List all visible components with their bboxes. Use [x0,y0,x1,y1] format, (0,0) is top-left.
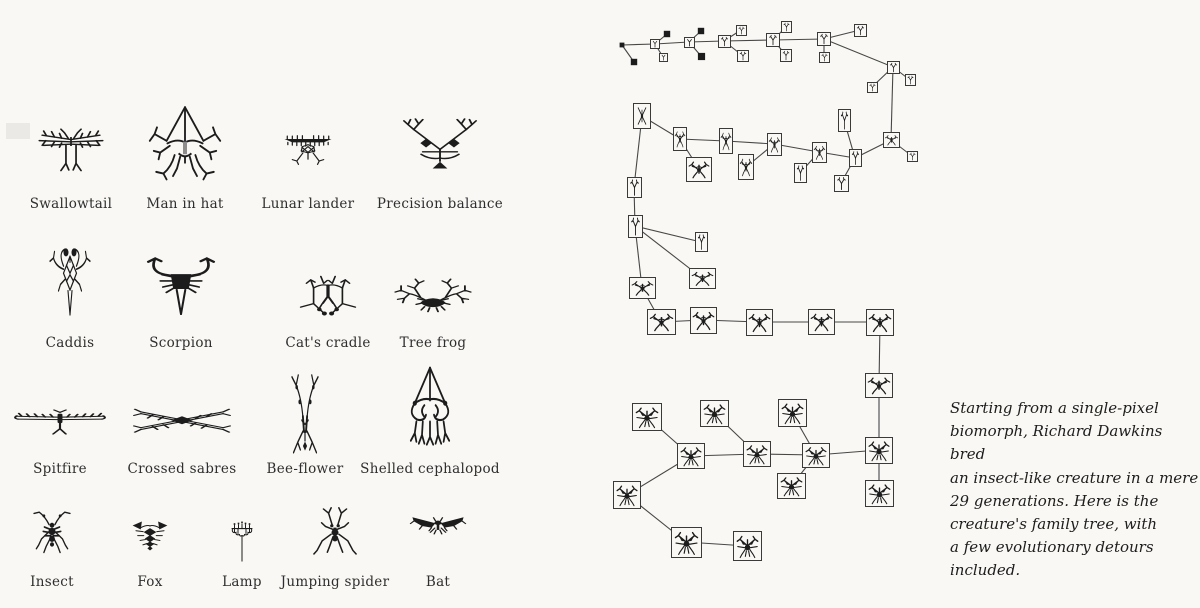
tree-node-n2 [650,39,660,49]
tree-edge [621,43,656,46]
tree-node-n9b [833,174,849,192]
tree-node-n13 [673,127,687,151]
tree-node-n2a [663,30,671,38]
tree-node-n10a [793,163,807,183]
tree-node-n12 [719,128,733,154]
biomorph-label: Jumping spider [280,574,390,590]
tree-node-n11 [766,132,782,156]
tree-node-r5 [866,308,894,336]
biomorph-label: Bat [425,574,451,590]
tree-node-n1 [619,42,625,48]
biomorph-label: Tree frog [399,335,467,351]
tree-node-L3 [732,531,762,561]
caption-line: biomorph, Richard Dawkins bred [950,422,1163,464]
biomorph-label: Insect [30,574,74,590]
tree-node-n8a [906,150,918,162]
caption-line: creature's family tree, with [950,515,1158,534]
tree-node-n17 [628,277,656,299]
biomorph-label: Fox [137,574,163,590]
tree-edge [634,225,702,243]
tree-node-d2 [699,399,729,427]
tree-edge [772,38,825,41]
biomorph-label: Scorpion [149,335,213,351]
tree-node-L2 [670,526,702,558]
tree-node-n2b [658,52,668,62]
tree-node-m4 [743,441,771,467]
caption-line: an insect-like creature in a mere [950,468,1199,487]
biomorph-label: Spitfire [33,461,87,477]
tree-node-r1 [646,309,676,335]
tree-node-n3b [697,52,706,61]
tree-node-r3 [745,308,773,336]
tree-node-n16a [694,232,708,252]
tree-node-R1 [864,479,894,507]
tree-node-n5a [780,21,792,33]
tree-node-n1b [630,58,638,66]
tree-node-m5 [677,443,705,469]
scan-artifact [6,123,30,139]
tree-node-d3 [632,403,662,431]
tree-node-n4b [737,50,749,62]
biomorph-label: Man in hat [146,196,224,212]
biomorph-label: Lunar lander [261,196,355,212]
tree-node-n6 [817,32,831,46]
biomorph-label: Lamp [222,574,262,590]
tree-node-n12b [686,156,712,182]
tree-edge [823,38,894,68]
tree-node-b0 [776,473,806,499]
tree-node-n6b [818,51,830,63]
biomorph-label: Cat's cradle [285,335,371,351]
tree-node-n14 [633,103,651,129]
figure-caption: Starting from a single-pixel biomorph, Ri… [950,397,1200,583]
biomorph-label: Swallowtail [29,196,113,212]
tree-node-n5 [766,33,780,47]
tree-node-L1 [613,481,641,509]
biomorph-label: Shelled cephalopod [360,461,500,477]
tree-node-m2 [865,436,893,464]
tree-edge [679,138,727,142]
tree-node-n12a [738,154,754,180]
tree-node-n4a [735,24,747,36]
tree-node-m3 [802,442,830,468]
tree-node-n5b [780,48,792,62]
tree-node-n15 [626,176,642,198]
tree-node-n4 [717,34,731,48]
tree-edge [723,39,774,42]
tree-node-n16 [627,214,643,238]
caption-line: a few evolutionary detours [950,538,1154,557]
tree-node-n9a [837,108,851,132]
biomorph-label: Caddis [45,335,95,351]
tree-node-d1 [777,399,807,427]
tree-node-n3a [697,27,705,35]
tree-node-r2 [689,306,717,334]
biomorph-label: Bee-flower [266,461,344,477]
tree-node-r4 [807,309,835,335]
caption-line: 29 generations. Here is the [950,491,1159,510]
tree-node-n8 [882,132,900,148]
tree-node-n7b [904,74,916,86]
caption-line: included. [950,561,1021,580]
caption-line: Starting from a single-pixel [950,399,1159,417]
tree-node-n3 [683,36,695,48]
biomorph-label: Crossed sabres [127,461,237,477]
tree-edge [890,66,894,141]
tree-edge [725,140,775,145]
tree-node-m1 [865,372,893,398]
tree-node-n7 [886,60,900,74]
biomorph-label: Precision balance [376,196,504,212]
tree-edge [654,41,690,45]
tree-node-n9 [848,149,862,167]
tree-node-n16b [688,267,716,289]
tree-node-n6a [853,23,867,37]
tree-node-n7a [866,81,878,93]
tree-node-n10 [811,141,827,163]
